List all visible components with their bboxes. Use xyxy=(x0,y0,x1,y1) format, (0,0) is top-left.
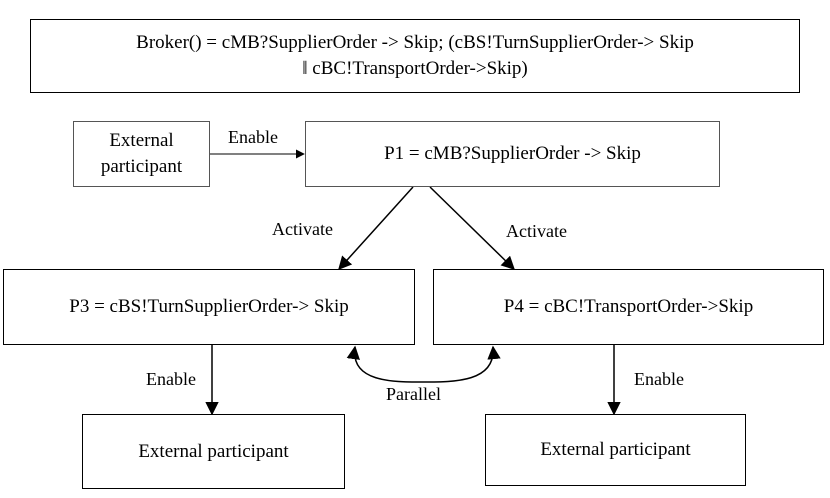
edge-label-enable-left: Enable xyxy=(146,369,196,389)
definition-line-1: Broker() = cMB?SupplierOrder -> Skip; (c… xyxy=(136,32,694,54)
edge-label-enable-right: Enable xyxy=(634,369,684,389)
edge-label-activate-right: Activate xyxy=(506,221,567,241)
parallel-curve-arrow xyxy=(346,345,501,383)
external-participant-top: External participant xyxy=(73,121,210,187)
activate-right-arrow xyxy=(429,186,515,270)
external-participant-left: External participant xyxy=(82,414,345,489)
process-p4-label: P4 = cBC!TransportOrder->Skip xyxy=(503,296,754,318)
external-participant-right-label: External participant xyxy=(540,439,691,461)
process-p3-label: P3 = cBS!TurnSupplierOrder-> Skip xyxy=(69,296,349,318)
external-participant-right: External participant xyxy=(485,414,746,486)
external-participant-left-label: External participant xyxy=(138,440,289,462)
edge-label-activate-left: Activate xyxy=(272,219,333,239)
process-p4: P4 = cBC!TransportOrder->Skip xyxy=(433,269,824,345)
process-p1-label: P1 = cMB?SupplierOrder -> Skip xyxy=(384,143,641,165)
external-participant-top-label: External participant xyxy=(100,130,183,177)
activate-left-arrow xyxy=(338,186,414,271)
edge-label-parallel: Parallel xyxy=(386,384,441,404)
process-p1: P1 = cMB?SupplierOrder -> Skip xyxy=(305,121,720,187)
edge-label-enable-top: Enable xyxy=(228,127,278,147)
definition-line-2: ‖ cBC!TransportOrder->Skip) xyxy=(302,58,528,79)
broker-definition-box: Broker() = cMB?SupplierOrder -> Skip; (c… xyxy=(30,19,800,93)
process-p3: P3 = cBS!TurnSupplierOrder-> Skip xyxy=(3,269,415,345)
